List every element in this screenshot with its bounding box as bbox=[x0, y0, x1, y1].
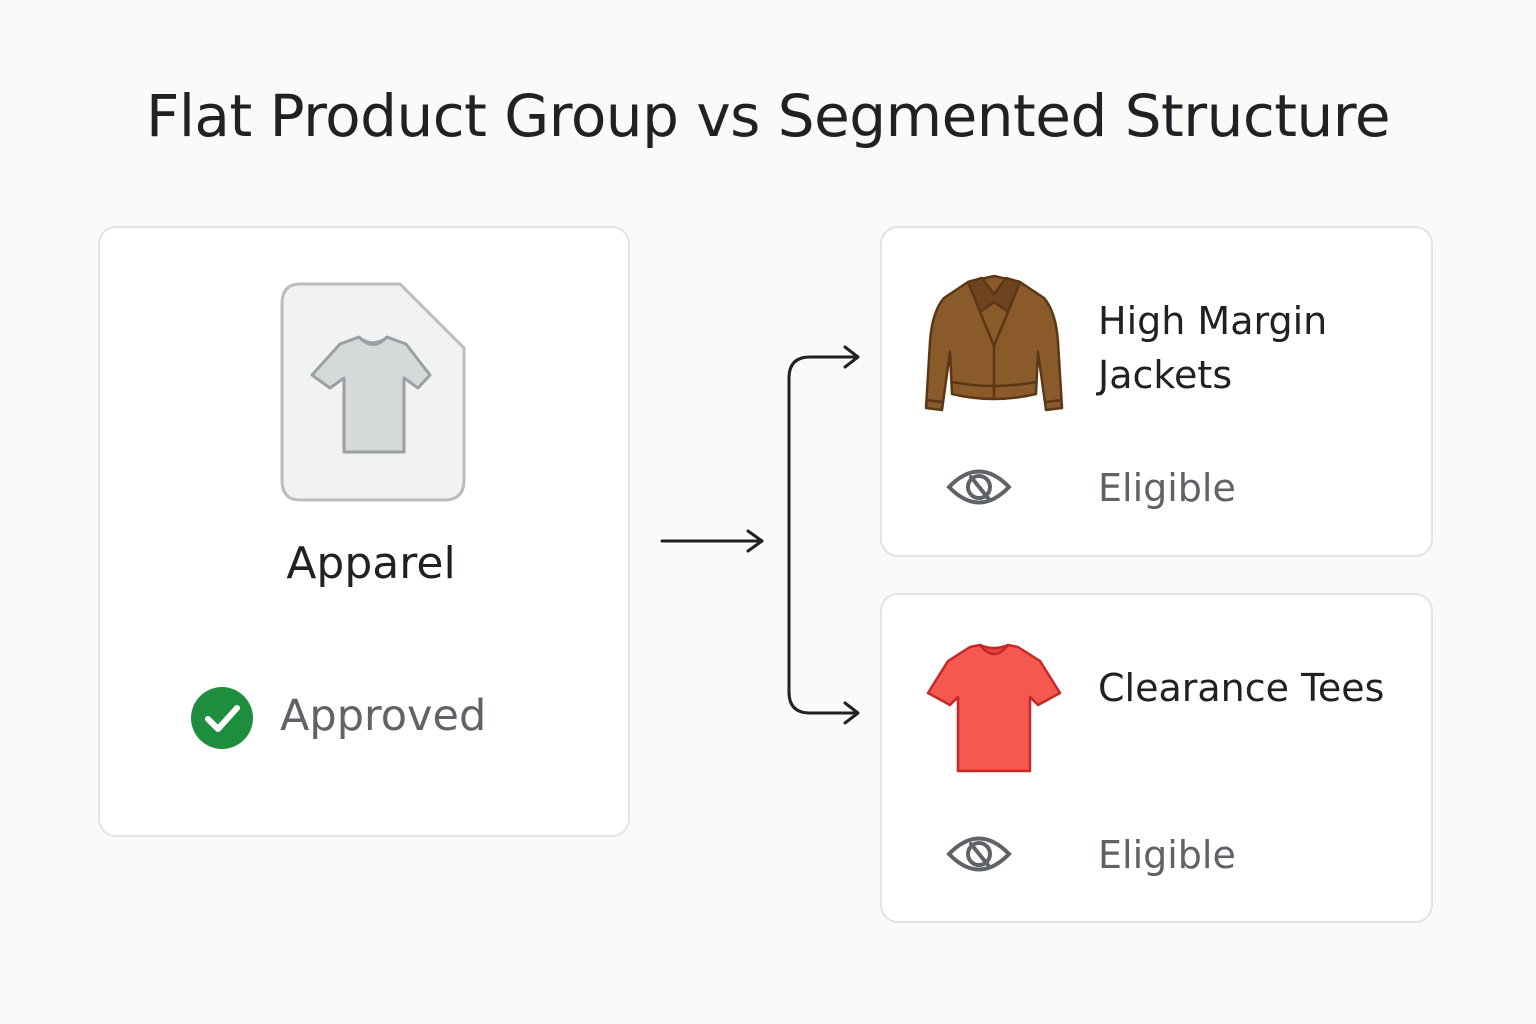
segment-card: High Margin Jackets Eligible bbox=[880, 226, 1433, 557]
jacket-icon bbox=[924, 274, 1064, 412]
eye-off-icon bbox=[946, 836, 1012, 872]
segment-card: Clearance Tees Eligible bbox=[880, 593, 1433, 923]
status-label: Eligible bbox=[1098, 466, 1236, 510]
flat-group-card: Apparel Approved bbox=[98, 226, 630, 837]
group-name: Apparel bbox=[286, 538, 456, 589]
tshirt-file-icon bbox=[280, 282, 466, 502]
status-label: Eligible bbox=[1098, 833, 1236, 877]
diagram-title: Flat Product Group vs Segmented Structur… bbox=[145, 82, 1391, 150]
segment-name: High Margin Jackets bbox=[1098, 299, 1328, 397]
tshirt-icon bbox=[926, 643, 1062, 773]
branch-lines bbox=[787, 355, 859, 715]
eye-off-icon bbox=[946, 469, 1012, 505]
main-arrowhead bbox=[746, 529, 764, 553]
check-circle-icon bbox=[191, 687, 253, 749]
split-arrows bbox=[660, 345, 860, 725]
segment-name: Clearance Tees bbox=[1098, 666, 1385, 710]
branch-arrowhead-bottom bbox=[843, 701, 860, 725]
status-label: Approved bbox=[280, 691, 487, 741]
branch-arrowhead-top bbox=[843, 345, 860, 369]
